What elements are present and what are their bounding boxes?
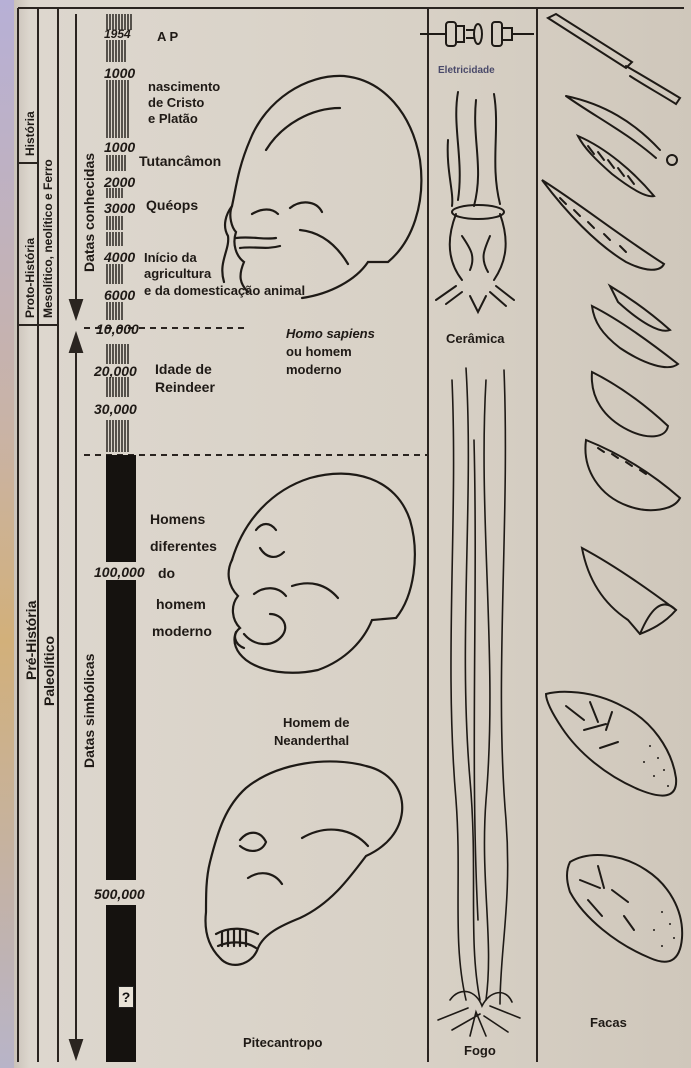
knife-stipple bbox=[643, 745, 675, 947]
date-500000: 500,000 bbox=[94, 887, 145, 901]
timeline-bar-segment bbox=[106, 455, 136, 562]
event-inicio-line3: e da domesticação animal bbox=[144, 284, 305, 297]
event-inicio-line1: Início da bbox=[144, 251, 197, 264]
tech-ceramica: Cerâmica bbox=[446, 332, 505, 345]
species-neanderthal-line2: Neanderthal bbox=[274, 734, 349, 747]
knives-icon bbox=[542, 14, 682, 962]
tech-eletricidade: Eletricidade bbox=[438, 66, 495, 76]
event-homens-line3: do bbox=[158, 566, 175, 580]
date-20000: 20,000 bbox=[94, 364, 137, 378]
event-reindeer-line2: Reindeer bbox=[155, 380, 215, 394]
date-6000: 6000 bbox=[104, 288, 135, 302]
timeline-bar-segment bbox=[106, 905, 136, 1062]
event-queops: Quéops bbox=[146, 198, 198, 212]
pitecantropo-skull-icon bbox=[206, 761, 403, 964]
date-2000: 2000 bbox=[104, 175, 135, 189]
date-10000: 10,000 bbox=[96, 322, 139, 336]
tech-facas: Facas bbox=[590, 1016, 627, 1029]
electric-plug-icon bbox=[420, 22, 534, 46]
event-cristo-line1: nascimento bbox=[148, 80, 220, 93]
neanderthal-skull-icon bbox=[229, 474, 415, 673]
datas-conhecidas-label: Datas conhecidas bbox=[82, 153, 96, 272]
date-4000: 4000 bbox=[104, 250, 135, 264]
era-proto-historia: Proto-História bbox=[24, 238, 36, 318]
event-homens-line1: Homens bbox=[150, 512, 205, 526]
date-100000: 100,000 bbox=[94, 565, 145, 579]
species-sapiens-line2: ou homem bbox=[286, 345, 352, 358]
datas-simbolicas-label: Datas simbólicas bbox=[82, 654, 96, 768]
date-1000-bc: 1000 bbox=[104, 66, 135, 80]
era-paleolitico: Paleolítico bbox=[42, 636, 56, 706]
event-homens-line4: homem bbox=[156, 597, 206, 611]
tech-fogo: Fogo bbox=[464, 1044, 496, 1057]
fire-flame-icon bbox=[438, 368, 520, 1036]
era-mesolitico: Mesolítico, neolítico e Ferro bbox=[42, 159, 54, 318]
date-30000: 30,000 bbox=[94, 402, 137, 416]
event-cristo-line2: de Cristo bbox=[148, 96, 204, 109]
timeline-bar-segment bbox=[106, 580, 136, 880]
date-ap: A P bbox=[157, 30, 178, 43]
species-neanderthal-line1: Homem de bbox=[283, 716, 349, 729]
date-unknown-badge: ? bbox=[118, 986, 134, 1008]
event-homens-line2: diferentes bbox=[150, 539, 217, 553]
event-inicio-line2: agricultura bbox=[144, 267, 211, 280]
event-cristo-line3: e Platão bbox=[148, 112, 198, 125]
date-1000-ad: 1000 bbox=[104, 140, 135, 154]
event-homens-line5: moderno bbox=[152, 624, 212, 638]
species-sapiens-line3: moderno bbox=[286, 363, 342, 376]
species-pitecantropo: Pitecantropo bbox=[243, 1036, 322, 1049]
species-sapiens-line1: Homo sapiens bbox=[286, 327, 375, 340]
event-tutancamon: Tutancâmon bbox=[139, 154, 221, 168]
date-1954: 1954 bbox=[104, 28, 131, 40]
era-pre-historia: Pré-História bbox=[24, 601, 38, 680]
ceramic-pot-fire-icon bbox=[436, 92, 514, 312]
event-reindeer-line1: Idade de bbox=[155, 362, 212, 376]
date-3000: 3000 bbox=[104, 201, 135, 215]
homo-sapiens-skull-icon bbox=[222, 76, 421, 298]
era-historia: História bbox=[24, 111, 36, 156]
